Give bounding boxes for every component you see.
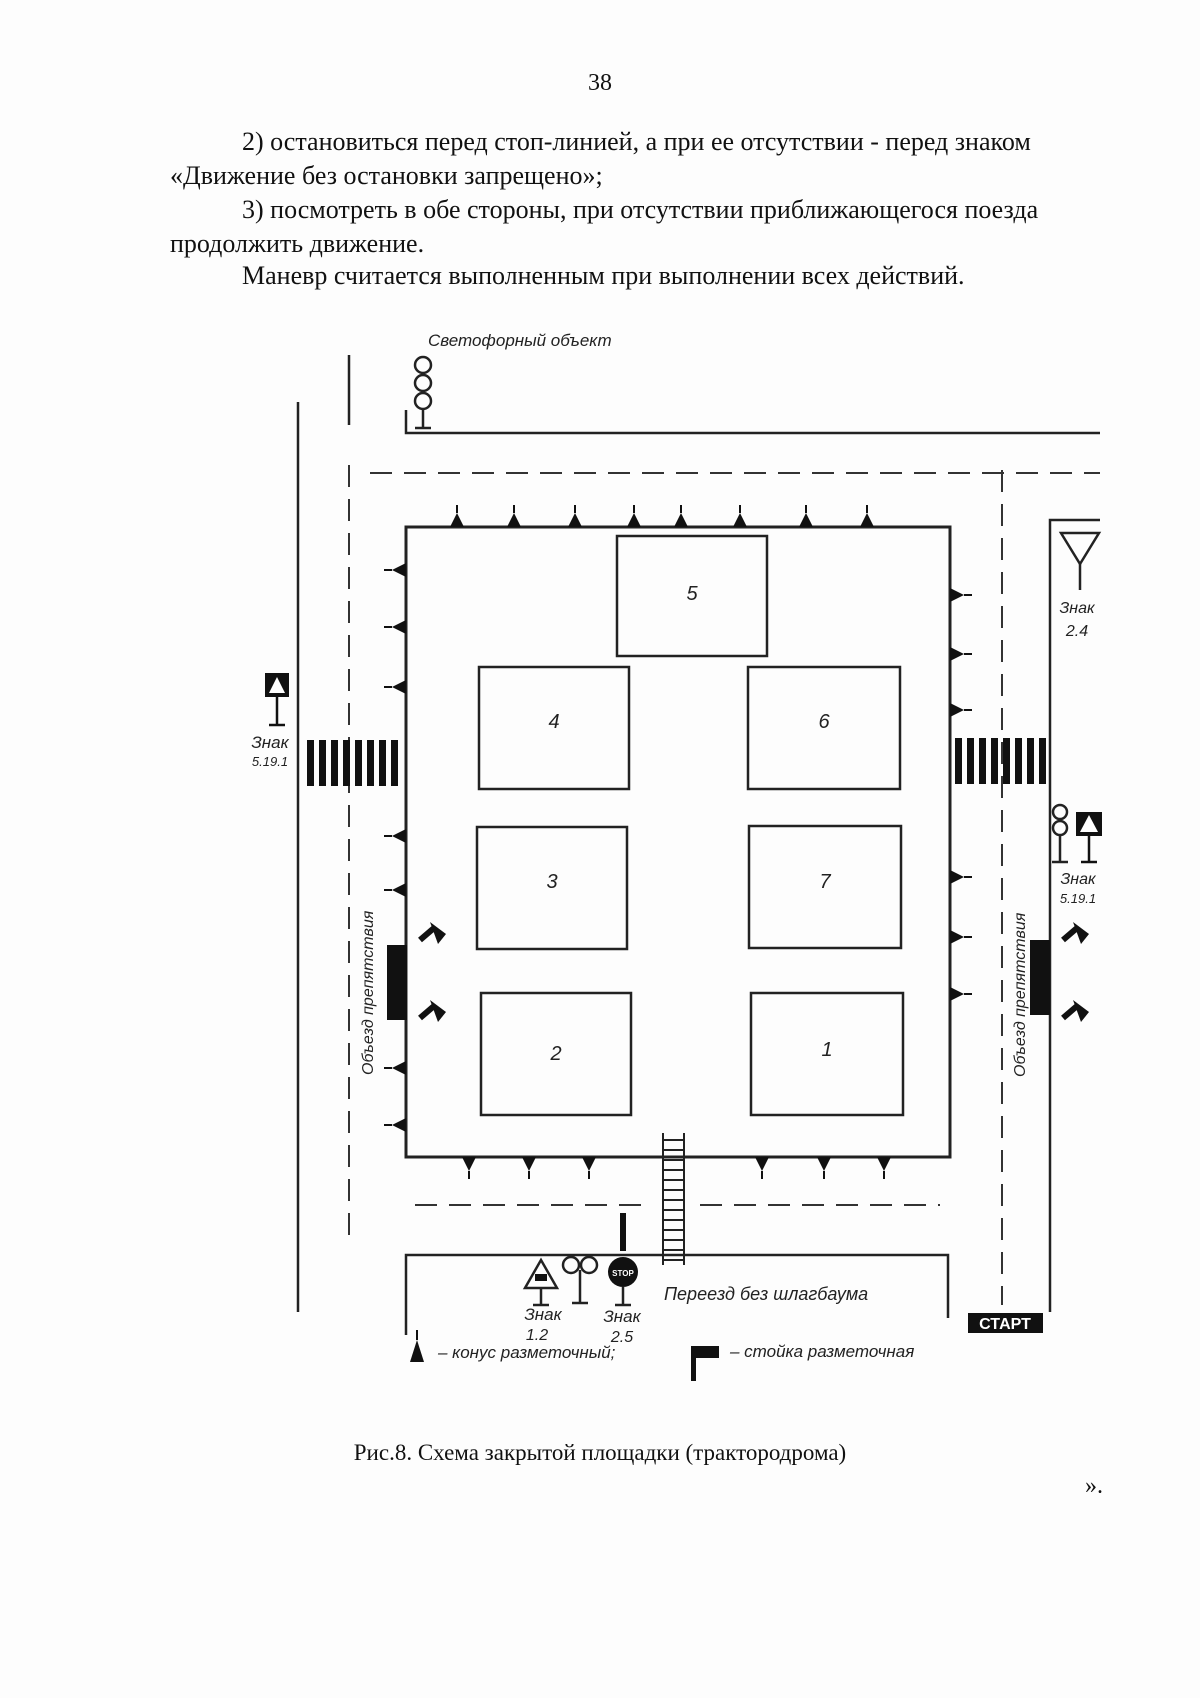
crossing-label: Переезд без шлагбаума bbox=[664, 1284, 868, 1304]
legend-cone-icon bbox=[410, 1330, 424, 1362]
page-number: 38 bbox=[588, 70, 612, 96]
obstacle-left bbox=[387, 922, 446, 1022]
pedestrian-crossing-sign-right bbox=[1076, 812, 1102, 864]
sign-right-mid-code: 5.19.1 bbox=[1060, 891, 1096, 906]
stop-sign-text: STOP bbox=[612, 1269, 634, 1278]
road-lines bbox=[296, 355, 1100, 1335]
sign-right-top-word: Знак bbox=[1059, 600, 1096, 617]
tractor-track-diagram: 5 4 6 3 7 2 1 bbox=[251, 331, 1102, 1381]
paragraph-conclusion: Маневр считается выполненным при выполне… bbox=[242, 261, 965, 290]
stop-sign-icon: STOP bbox=[608, 1257, 638, 1307]
traffic-light-right-icon bbox=[1051, 803, 1069, 864]
platform-outline bbox=[404, 525, 952, 1159]
legend-post-icon bbox=[691, 1346, 719, 1381]
pedestrian-crossing-sign-left bbox=[265, 673, 289, 727]
traffic-light-icon bbox=[413, 355, 433, 430]
box-label-4: 4 bbox=[548, 711, 559, 733]
cones-top bbox=[449, 504, 875, 528]
box-label-3: 3 bbox=[546, 871, 557, 893]
sign-right-mid-word: Знак bbox=[1060, 871, 1097, 888]
zebra-crossing-left bbox=[307, 740, 398, 786]
railway-crossing bbox=[662, 1133, 685, 1265]
sign-left-word: Знак bbox=[251, 733, 289, 752]
detour-label-right: Объезд препятствия bbox=[1012, 912, 1029, 1077]
legend-post-label: – стойка разметочная bbox=[729, 1342, 914, 1361]
paragraph-step-3: 3) посмотреть в обе стороны, при отсутст… bbox=[170, 195, 1039, 258]
traffic-light-label: Светофорный объект bbox=[428, 331, 612, 350]
box-label-1: 1 bbox=[821, 1039, 832, 1061]
paragraph-step-2: 2) остановиться перед стоп-линией, а при… bbox=[170, 127, 1031, 190]
stop-line-post bbox=[620, 1213, 626, 1251]
cones-left bbox=[383, 562, 407, 1133]
yield-sign-icon bbox=[1058, 531, 1102, 590]
box-label-6: 6 bbox=[818, 711, 830, 733]
sign-left-code: 5.19.1 bbox=[252, 754, 288, 769]
box-label-7: 7 bbox=[819, 871, 831, 893]
sign-right-top-code: 2.4 bbox=[1065, 623, 1088, 640]
figure-caption: Рис.8. Схема закрытой площадки (тракторо… bbox=[353, 1440, 847, 1465]
detour-label-left: Объезд препятствия bbox=[360, 910, 377, 1075]
closing-quote: ». bbox=[1085, 1473, 1103, 1499]
sign-bottom-1-word: Знак bbox=[524, 1305, 562, 1324]
warning-sign-icon bbox=[522, 1257, 560, 1307]
legend-cone-label: – конус разметочный; bbox=[437, 1343, 616, 1362]
sign-bottom-2-word: Знак bbox=[603, 1307, 641, 1326]
zebra-crossing-right bbox=[955, 738, 1046, 784]
cones-right bbox=[949, 587, 973, 1002]
sign-bottom-1-code: 1.2 bbox=[526, 1327, 548, 1344]
traffic-light-bottom-icon bbox=[561, 1255, 599, 1305]
obstacle-right bbox=[1030, 922, 1089, 1022]
start-badge bbox=[968, 1313, 1043, 1333]
dashed-lines bbox=[348, 465, 1100, 1305]
box-label-2: 2 bbox=[549, 1043, 561, 1065]
sign-bottom-2-code: 2.5 bbox=[610, 1329, 633, 1346]
box-label-5: 5 bbox=[686, 583, 698, 605]
numbered-boxes bbox=[475, 534, 905, 1117]
start-label: СТАРТ bbox=[979, 1316, 1031, 1333]
